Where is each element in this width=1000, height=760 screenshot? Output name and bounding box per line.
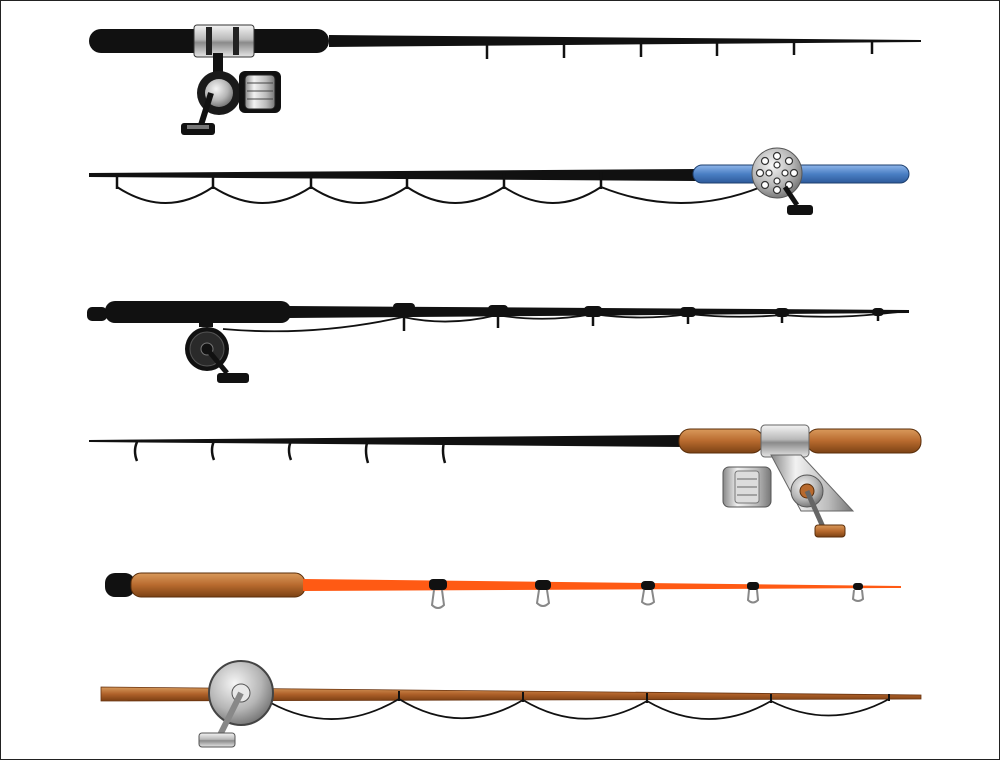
rod-4-cork-foregrip bbox=[678, 428, 764, 454]
side-reel-icon bbox=[198, 660, 274, 748]
rod-6-bamboo bbox=[100, 660, 922, 748]
rod-5-cork-handle bbox=[130, 572, 306, 598]
rod-3-guides bbox=[393, 303, 884, 331]
rod-1-reel-seat bbox=[193, 24, 255, 58]
rod-1-guides bbox=[485, 42, 874, 59]
rod-4-spinning-cork bbox=[89, 424, 922, 538]
rod-3-grip bbox=[105, 301, 291, 323]
rod-2-casting-blue bbox=[89, 147, 910, 215]
rod-3-fly-black bbox=[87, 301, 910, 383]
rod-4-cork-handle bbox=[806, 428, 922, 454]
rod-5-guides bbox=[429, 579, 865, 609]
rod-2-guides bbox=[115, 172, 603, 189]
rod-3-butt bbox=[87, 307, 107, 321]
rod-6-line bbox=[270, 697, 890, 720]
rod-4-guides bbox=[133, 438, 447, 464]
spinning-reel-icon bbox=[181, 53, 281, 135]
rod-1-blank bbox=[329, 35, 921, 47]
rod-5-butt-cap bbox=[105, 573, 135, 597]
rod-4-blank bbox=[89, 435, 683, 447]
fly-reel-icon bbox=[185, 319, 249, 383]
rod-1-spinning-black bbox=[89, 24, 921, 135]
spinning-reel-chrome-icon bbox=[722, 454, 855, 538]
rod-5-orange-blank bbox=[303, 579, 901, 591]
rod-5-ice-orange bbox=[105, 572, 901, 609]
rod-6-bamboo-blank bbox=[100, 686, 922, 702]
rod-6-guides bbox=[398, 691, 890, 703]
rod-4-reel-seat bbox=[760, 424, 810, 458]
rod-2-blank bbox=[89, 169, 696, 181]
centerpin-reel-icon bbox=[751, 147, 813, 215]
